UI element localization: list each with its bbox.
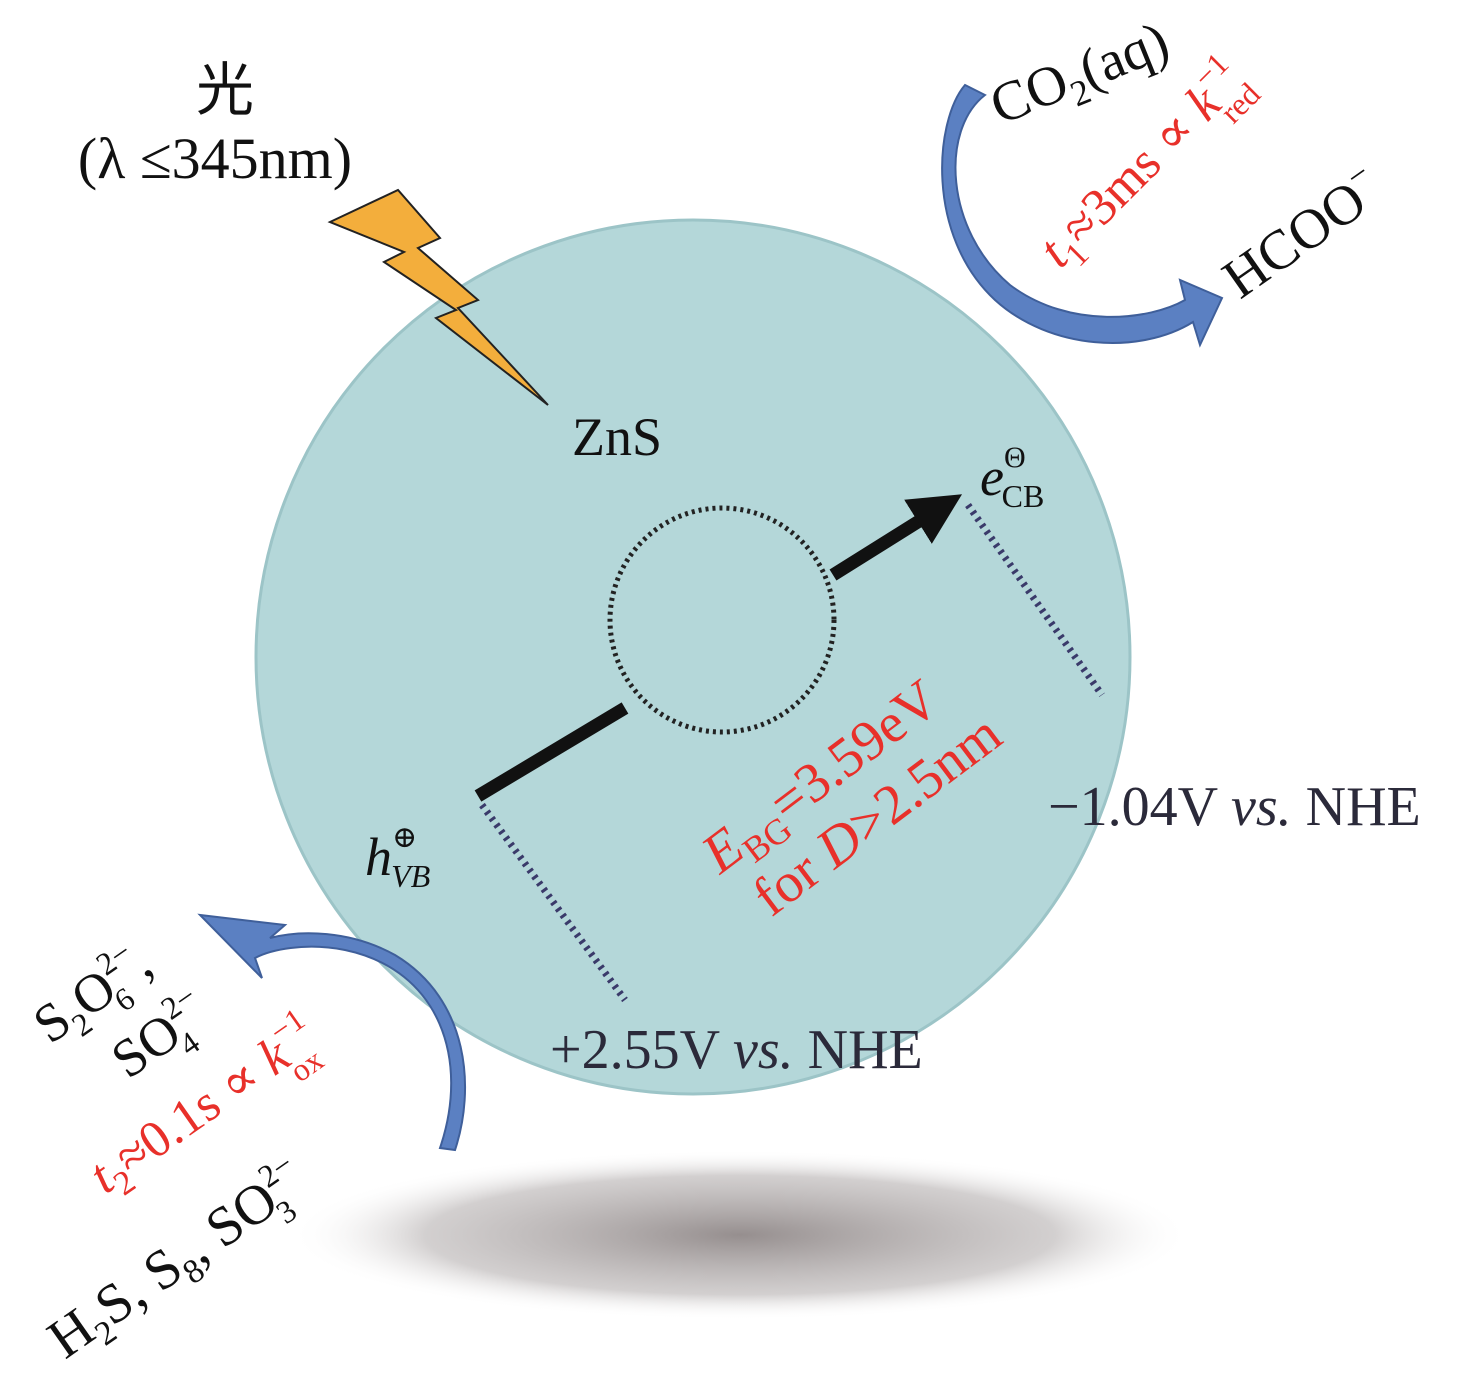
formate-product-label: HCOO− bbox=[1210, 155, 1394, 311]
particle-shadow bbox=[290, 1150, 1190, 1320]
wavelength-label: (λ ≤345nm) bbox=[78, 126, 352, 191]
electron-arrow bbox=[829, 494, 963, 581]
svg-text:HCOO−: HCOO− bbox=[1210, 155, 1394, 311]
exciton-dotted-circle bbox=[607, 505, 837, 735]
sulfide-reactants-label: H2S, S8, SO2−3 bbox=[35, 1145, 323, 1378]
zns-particle bbox=[254, 218, 1132, 1096]
cb-dotted-line bbox=[965, 502, 1105, 698]
cb-potential-label: −1.04V vs. NHE bbox=[1048, 776, 1421, 838]
vb-dotted-line bbox=[479, 802, 628, 1003]
reduction-curved-arrow bbox=[941, 83, 1224, 348]
zns-label: ZnS bbox=[572, 407, 662, 467]
vb-potential-label: +2.55V vs. NHE bbox=[550, 1019, 923, 1081]
lightning-bolt-icon bbox=[327, 188, 549, 406]
svg-text:H2S, S8, SO2−3: H2S, S8, SO2−3 bbox=[35, 1145, 323, 1378]
hole-arrow-line bbox=[474, 702, 629, 802]
hole-vb-label: h⊕VB bbox=[365, 821, 430, 894]
oxidation-curved-arrow bbox=[197, 913, 467, 1152]
light-label: 光 bbox=[196, 58, 254, 123]
